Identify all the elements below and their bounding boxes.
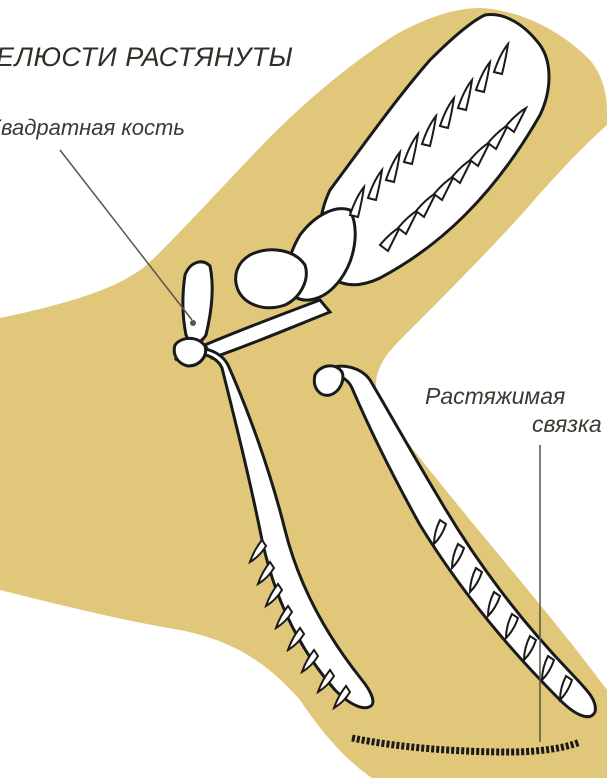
jaw-joint-left bbox=[174, 338, 205, 366]
quadrate-bone bbox=[183, 262, 212, 343]
jaw-joint-right bbox=[314, 366, 343, 395]
quadrate-bone-label: Квадратная кость bbox=[0, 115, 185, 141]
ligament-label-line1: Растяжимая bbox=[425, 383, 565, 410]
figure-title: ЕЛЮСТИ РАСТЯНУТЫ bbox=[0, 42, 293, 73]
quadrate-marker bbox=[190, 320, 196, 326]
ligament-label-line2: связка bbox=[532, 411, 602, 438]
